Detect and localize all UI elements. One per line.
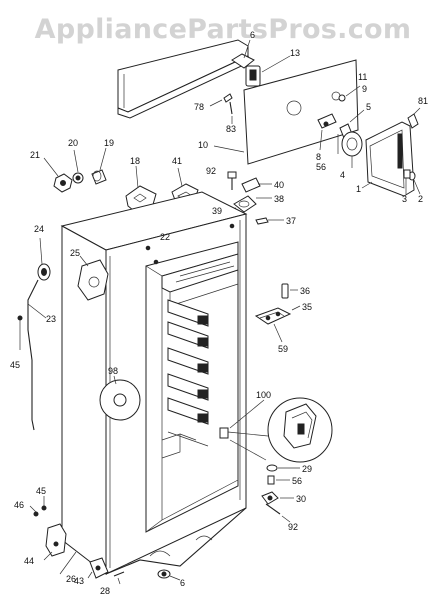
lower-right-hardware	[261, 464, 300, 523]
callout-18: 18	[130, 156, 140, 166]
callout-13: 13	[290, 48, 300, 58]
callout-43: 43	[74, 576, 84, 586]
callout-83: 83	[226, 124, 236, 134]
callout-56-b: 56	[292, 476, 302, 486]
callout-23: 23	[46, 314, 56, 324]
callout-8: 8	[316, 152, 321, 162]
callout-19: 19	[104, 138, 114, 148]
callout-3: 3	[402, 194, 407, 204]
callout-30: 30	[296, 494, 306, 504]
callout-29: 29	[302, 464, 312, 474]
callout-1: 1	[356, 184, 361, 194]
callout-40: 40	[274, 180, 284, 190]
part-81-3-2-clips	[403, 107, 421, 195]
callout-45-b: 45	[36, 486, 46, 496]
cabinet-body	[60, 191, 248, 576]
callout-11: 11	[358, 72, 367, 82]
callout-2: 2	[418, 194, 423, 204]
callout-21: 21	[30, 150, 40, 160]
callout-56-a: 56	[316, 162, 326, 172]
callout-98: 98	[108, 366, 118, 376]
lower-left-hardware	[29, 496, 77, 575]
watermark-text: AppliancePartsPros.com	[34, 14, 412, 45]
callout-46: 46	[14, 500, 24, 510]
callout-100: 100	[256, 390, 271, 400]
callout-45-a: 45	[10, 360, 20, 370]
callout-20: 20	[68, 138, 78, 148]
callout-59: 59	[278, 344, 288, 354]
callout-6: 6	[250, 30, 255, 40]
callout-37: 37	[286, 216, 296, 226]
part-10-control-panel	[213, 59, 359, 165]
part-24-23-power-cord	[27, 237, 51, 431]
part-13-thermostat	[245, 55, 291, 87]
callout-35: 35	[302, 302, 312, 312]
control-knobs-group	[317, 85, 365, 168]
callout-36: 36	[300, 286, 310, 296]
callout-92-a: 92	[206, 166, 216, 176]
callout-39: 39	[212, 206, 222, 216]
callout-6-b: 6	[180, 578, 185, 588]
callout-22: 22	[160, 232, 170, 242]
callout-41: 41	[172, 156, 182, 166]
part-100-detail-inset	[219, 397, 333, 463]
callout-24: 24	[34, 224, 44, 234]
callout-38: 38	[274, 194, 284, 204]
callout-78: 78	[194, 102, 204, 112]
top-shelf-bracket	[117, 39, 251, 119]
part-36-35-59-hinge	[254, 283, 301, 343]
callout-9: 9	[362, 84, 367, 94]
callout-5: 5	[366, 102, 371, 112]
callout-44: 44	[24, 556, 34, 566]
callout-26: 26	[66, 574, 76, 584]
part-1-side-bracket	[361, 121, 415, 197]
callout-92-b: 92	[288, 522, 298, 532]
callout-labels: 1 2 3 4 5 6 8 9 10 11 13 18 19 20 21 22 …	[10, 30, 428, 596]
callout-81: 81	[418, 96, 428, 106]
part-78-83-screws	[209, 93, 233, 124]
callout-10: 10	[198, 140, 208, 150]
bottom-hardware	[87, 557, 181, 585]
part-21-20-19-hardware	[43, 147, 107, 193]
interior-shelf-slots	[167, 299, 209, 447]
part-45-left-screw	[17, 315, 23, 350]
callout-28: 28	[100, 586, 110, 596]
part-98-round-plug	[99, 375, 141, 421]
part-6-top-clip	[231, 39, 255, 69]
callout-25: 25	[70, 248, 80, 258]
callout-4: 4	[340, 170, 345, 180]
part-92-40-38-39-37-hardware	[225, 171, 284, 225]
